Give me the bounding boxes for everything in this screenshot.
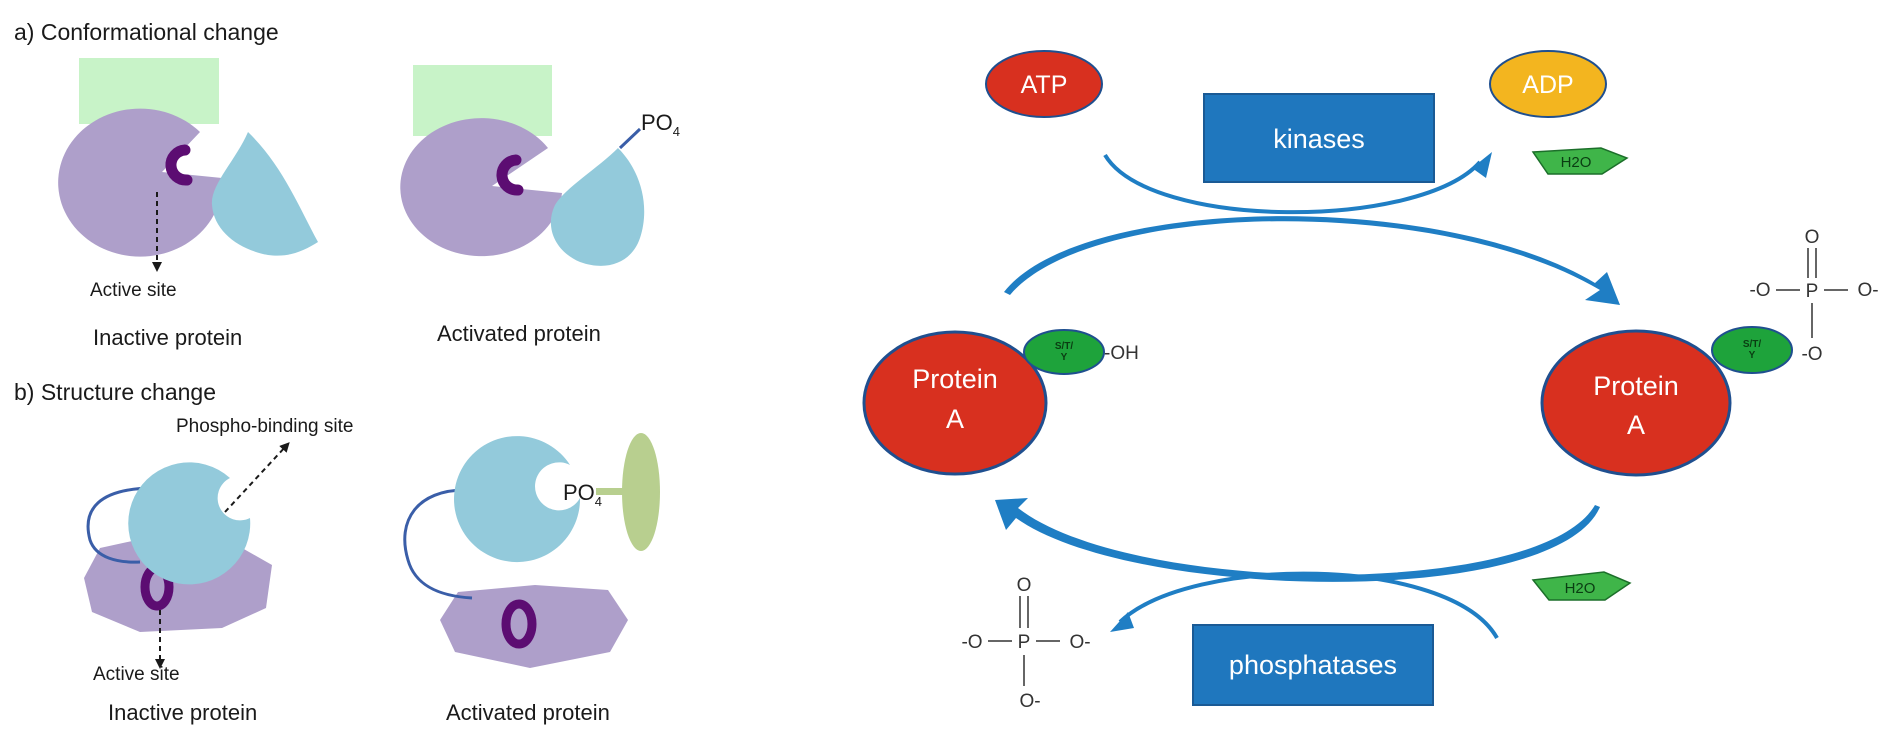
active-site-pocket xyxy=(496,154,524,196)
sty-label-2: Y xyxy=(1749,350,1756,361)
regulatory-domain xyxy=(550,148,645,266)
phosphate-top-o: O xyxy=(1805,227,1820,248)
phosphate-top-o: O xyxy=(1017,575,1032,596)
sty-residue xyxy=(1023,329,1105,375)
sty-label: S/T/ xyxy=(1743,339,1762,350)
phosphate-p: P xyxy=(1018,632,1031,653)
activated-caption: Activated protein xyxy=(446,700,610,725)
forward-arc-arrow xyxy=(1004,216,1620,305)
linker xyxy=(403,488,473,600)
regulatory-domain xyxy=(454,436,581,563)
phosphate-bottom-o: O- xyxy=(1019,691,1040,712)
panel-a-inactive-protein: Active site Inactive protein xyxy=(58,58,318,350)
phosphate-p: P xyxy=(1806,281,1819,302)
panel-a-activated-protein: PO4 Activated protein xyxy=(400,65,680,346)
h2o-shape xyxy=(1531,147,1629,175)
phosphatase-arrowhead xyxy=(1110,612,1134,632)
protein-label-line1: Protein xyxy=(1593,371,1679,401)
protein-label-line2: A xyxy=(1627,410,1645,440)
attached-phosphate: O -O P O- -O xyxy=(1749,227,1878,365)
binding-linker xyxy=(596,488,628,495)
h2o-top: H2O xyxy=(1531,147,1629,175)
phosphate-left-o: -O xyxy=(1749,280,1770,301)
free-phosphate: O -O P O- O- xyxy=(961,575,1090,712)
h2o-shape xyxy=(1531,571,1632,601)
kinases-box: kinases xyxy=(1203,93,1435,183)
phosphate-bottom-o: -O xyxy=(1801,344,1822,365)
kinase-arrowhead xyxy=(1472,152,1492,178)
atp-oval xyxy=(985,50,1103,118)
po4-label: PO4 xyxy=(641,110,680,139)
protein-a-right: Protein A S/T/ Y xyxy=(1540,326,1793,477)
panel-a-heading: a) Conformational change xyxy=(14,19,279,45)
hydroxyl-label: -OH xyxy=(1104,343,1139,364)
panel-b-activated-protein: PO4 Activated protein xyxy=(403,433,660,725)
protein-a-oval xyxy=(862,330,1048,476)
phosphatases-rect xyxy=(1192,624,1434,706)
regulatory-domain xyxy=(128,462,251,585)
phosphate-left-o: -O xyxy=(961,632,982,653)
sty-residue xyxy=(1711,326,1793,374)
phosphate-right-o: O- xyxy=(1857,280,1878,301)
adp-label: ADP xyxy=(1522,71,1573,99)
atp-label: ATP xyxy=(1021,71,1068,99)
protein-a-left: Protein A S/T/ Y -OH xyxy=(862,329,1139,476)
inactive-caption: Inactive protein xyxy=(108,700,257,725)
phospho-partner xyxy=(622,433,660,551)
adp-node: ADP xyxy=(1489,50,1607,118)
kinases-label: kinases xyxy=(1273,124,1365,154)
sty-label: S/T/ xyxy=(1055,341,1074,352)
enzyme-body xyxy=(58,108,223,257)
phospho-binding-arrow xyxy=(224,442,290,513)
protein-a-oval xyxy=(1540,329,1732,477)
panel-a: a) Conformational change Active site Ina… xyxy=(14,19,680,350)
kinase-small-arrow xyxy=(1103,153,1482,215)
phosphate-right-o: O- xyxy=(1069,632,1090,653)
active-site-pocket xyxy=(501,599,537,649)
h2o-bottom: H2O xyxy=(1531,571,1632,601)
protein-label-line1: Protein xyxy=(912,364,998,394)
kinases-rect xyxy=(1203,93,1435,183)
protein-label-line2: A xyxy=(946,404,964,434)
enzyme-body xyxy=(400,118,562,257)
panel-b-heading: b) Structure change xyxy=(14,379,216,405)
h2o-label: H2O xyxy=(1565,580,1596,597)
h2o-label: H2O xyxy=(1561,154,1592,171)
phosphorylation-cycle: ATP ADP kinases H2O Protein A S/T/ Y -OH xyxy=(862,50,1879,712)
phosphatases-box: phosphatases xyxy=(1192,624,1434,706)
inactive-caption: Inactive protein xyxy=(93,325,242,350)
panel-b-inactive-protein: Phospho-binding site Active site Inactiv… xyxy=(84,416,353,725)
activated-caption: Activated protein xyxy=(437,321,601,346)
regulatory-domain xyxy=(211,132,318,256)
active-site-label: Active site xyxy=(90,280,177,301)
po4-label: PO4 xyxy=(563,480,602,509)
linker xyxy=(86,486,156,564)
active-site-label: Active site xyxy=(93,664,180,685)
active-site-pocket xyxy=(165,144,193,186)
reverse-arc-arrow xyxy=(995,498,1600,582)
phosphate-linker xyxy=(618,127,642,150)
phosphatases-label: phosphatases xyxy=(1229,650,1397,680)
phosphatase-small-arrow xyxy=(1118,571,1499,639)
phospho-binding-label: Phospho-binding site xyxy=(176,416,353,437)
panel-b: b) Structure change Phospho-binding site… xyxy=(14,379,660,725)
sty-label-2: Y xyxy=(1061,352,1068,363)
atp-node: ATP xyxy=(985,50,1103,118)
adp-oval xyxy=(1489,50,1607,118)
